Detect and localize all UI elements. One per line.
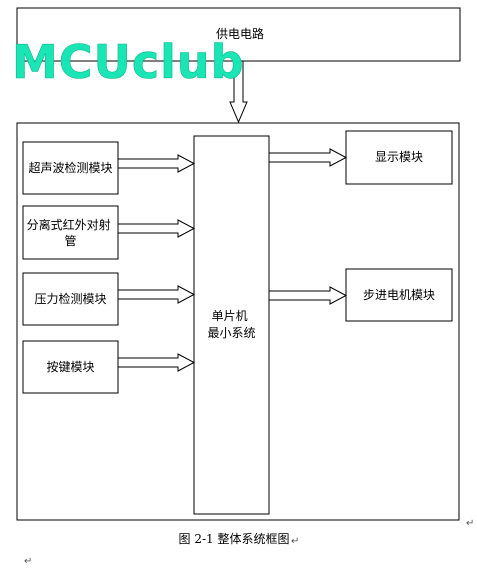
input-module-pressure-label-line-1: 压力检测模块 <box>34 291 106 306</box>
paragraph-mark-caption: ↵ <box>291 536 299 547</box>
mcu-block <box>193 135 270 515</box>
input-arrow-ultrasonic <box>117 154 196 173</box>
input-module-infrared-label-line-2: 管 <box>64 233 76 248</box>
input-module-infrared-label: 分离式红外对射 管 <box>27 217 115 248</box>
paragraph-mark-right: ↵ <box>466 518 474 529</box>
power-arrow <box>229 60 248 124</box>
power-supply-label: 供电电路 <box>216 26 264 41</box>
figure-caption: 图 2-1 整体系统框图 <box>179 531 290 546</box>
mcu-label-line-2: 最小系统 <box>207 326 255 340</box>
mcu-label: 单片机 最小系统 <box>207 309 255 340</box>
input-arrow-infrared <box>117 219 196 238</box>
input-module-ultrasonic-label: 超声波检测模块 <box>28 160 112 175</box>
power-supply-box <box>16 7 461 62</box>
mcuclub-watermark: MCUclub <box>12 35 245 89</box>
output-module-display-label-line-1: 显示模块 <box>375 150 423 164</box>
input-module-infrared-label-line-1: 分离式红外对射 <box>27 217 111 232</box>
input-arrow-keypad <box>117 353 196 372</box>
output-arrow-stepper <box>268 286 348 305</box>
output-module-stepper-label-line-1: 步进电机模块 <box>363 288 435 302</box>
output-module-stepper <box>345 268 453 322</box>
input-module-pressure-label: 压力检测模块 <box>34 291 106 306</box>
output-module-display <box>345 130 453 185</box>
system-frame <box>16 122 460 521</box>
input-module-keypad-label: 按键模块 <box>46 360 94 374</box>
output-module-display-label: 显示模块 <box>375 150 423 164</box>
output-module-stepper-label: 步进电机模块 <box>363 288 435 302</box>
output-arrow-display <box>268 148 348 167</box>
input-module-ultrasonic-label-line-1: 超声波检测模块 <box>28 160 112 175</box>
input-arrow-pressure <box>117 285 196 304</box>
input-module-ultrasonic <box>22 141 119 195</box>
mcu-label-line-1: 单片机 <box>212 309 248 323</box>
paragraph-mark-bottom: ↵ <box>24 556 32 567</box>
input-module-keypad-label-line-1: 按键模块 <box>46 360 94 374</box>
input-module-infrared <box>22 205 119 260</box>
